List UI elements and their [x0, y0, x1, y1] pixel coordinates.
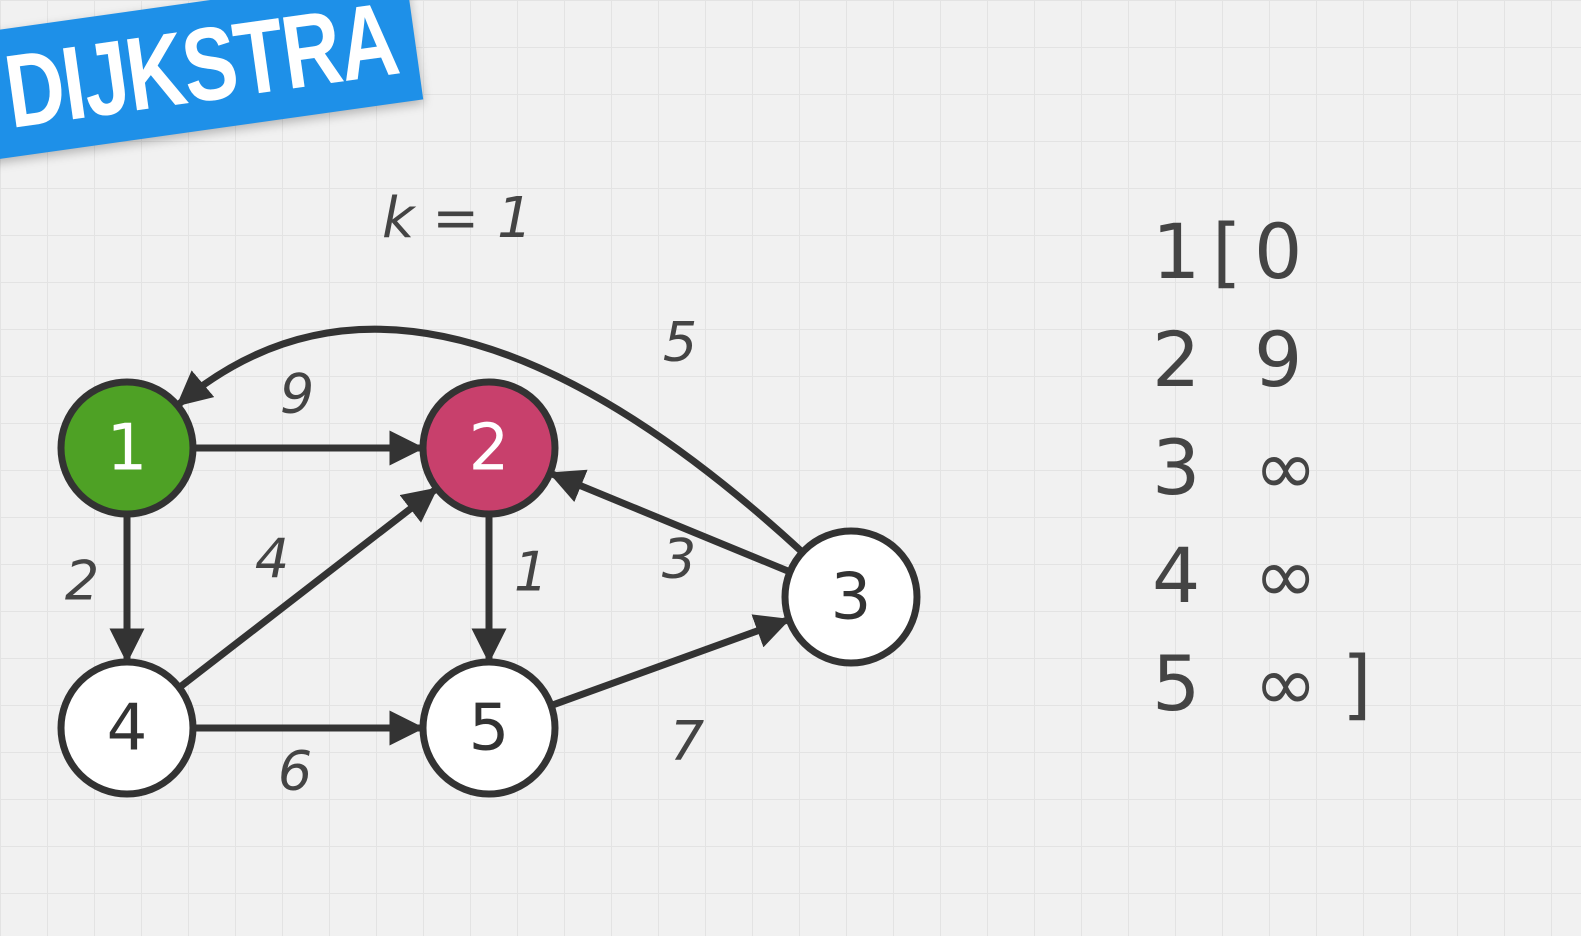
- distance-row: 2 9: [1150, 320, 1410, 420]
- node-2-label: 2: [469, 412, 510, 486]
- edge-3-to-2: [548, 469, 792, 576]
- distance-row: 4 ∞: [1150, 536, 1410, 636]
- edge-weight-label: 1: [514, 541, 548, 604]
- distance-value: 0: [1254, 207, 1303, 296]
- iteration-label: k = 1: [382, 186, 533, 251]
- edge-weight-label: 7: [670, 710, 704, 773]
- distance-vertex: 2: [1152, 315, 1201, 404]
- node-5-circle: [419, 658, 559, 798]
- node-1-label: 1: [107, 412, 148, 486]
- edge-weight-label: 4: [255, 528, 289, 591]
- edge-weight-label: 5: [663, 311, 697, 374]
- distance-value: 9: [1254, 315, 1303, 404]
- open-bracket: [: [1212, 207, 1242, 296]
- distance-vertex: 3: [1152, 423, 1201, 512]
- distance-value: ∞: [1254, 423, 1318, 512]
- distance-vertex: 5: [1152, 639, 1201, 728]
- node-4-circle: [57, 658, 197, 798]
- node-3-label: 3: [831, 561, 872, 635]
- close-bracket: ]: [1342, 639, 1372, 728]
- distance-vertex: 1: [1152, 207, 1201, 296]
- edge-weight-label: 2: [65, 550, 99, 613]
- distance-value: ∞: [1254, 639, 1318, 728]
- distance-value: ∞: [1254, 531, 1318, 620]
- edge-3-to-1: [176, 325, 805, 555]
- distance-row: 1 [ 0: [1150, 212, 1410, 312]
- node-5-label: 5: [469, 692, 510, 766]
- edge-4-to-2: [177, 486, 438, 691]
- edge-weight-label: 3: [662, 528, 696, 591]
- distance-vertex: 4: [1152, 531, 1201, 620]
- node-2-circle: [419, 378, 559, 518]
- node-4-label: 4: [107, 692, 148, 766]
- node-3-circle: [781, 527, 921, 667]
- edge-weight-label: 9: [280, 363, 314, 426]
- distance-row: 3 ∞: [1150, 428, 1410, 528]
- edge-weight-label: 6: [278, 740, 312, 803]
- distance-table: 1 [ 0 2 9 3 ∞ 4 ∞ 5 ∞ ]: [1150, 212, 1410, 752]
- node-1-circle: [57, 378, 197, 518]
- distance-row: 5 ∞ ]: [1150, 644, 1410, 744]
- edge-5-to-3: [549, 614, 791, 709]
